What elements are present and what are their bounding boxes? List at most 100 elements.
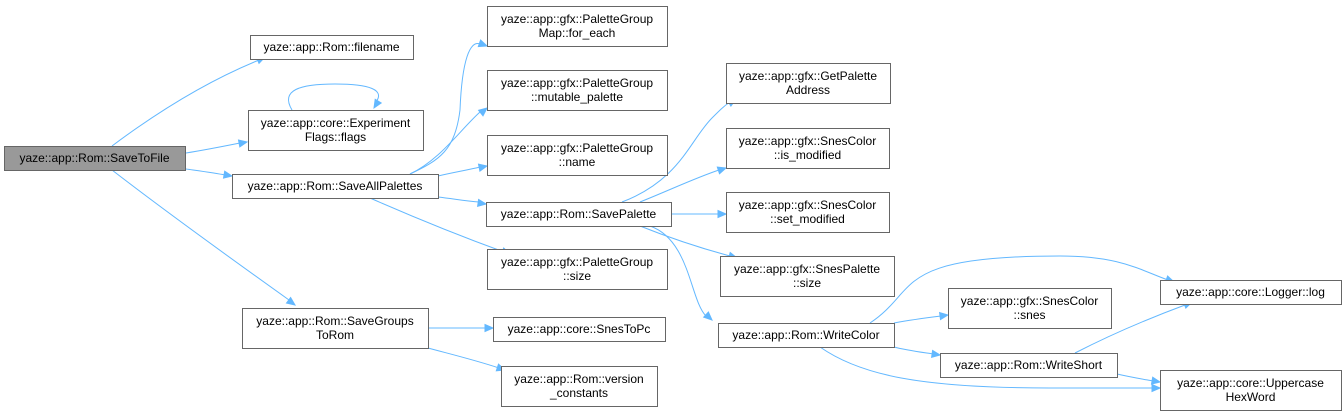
edge-savegroups-to-version xyxy=(427,347,507,372)
node-box[interactable] xyxy=(232,174,439,199)
node-setmodified[interactable]: yaze::app::gfx::SnesColor::set_modified xyxy=(726,192,890,233)
node-label: yaze::app::Rom::SaveAllPalettes xyxy=(248,179,423,193)
arrowhead xyxy=(373,98,383,110)
node-saveallpalettes[interactable]: yaze::app::Rom::SaveAllPalettes xyxy=(232,174,439,199)
arrowhead xyxy=(285,296,297,306)
node-box[interactable] xyxy=(250,35,414,60)
edge-saveallpalettes-to-pgname xyxy=(437,163,489,177)
node-box[interactable] xyxy=(487,70,668,111)
node-label: yaze::app::gfx::GetPalette xyxy=(739,69,877,83)
node-label: yaze::app::Rom::filename xyxy=(263,40,399,54)
node-label: yaze::app::core::SnesToPc xyxy=(508,322,651,336)
node-box[interactable] xyxy=(1160,280,1342,305)
edge-line xyxy=(427,347,500,369)
node-label: ::size xyxy=(563,269,591,283)
node-savepalette[interactable]: yaze::app::Rom::SavePalette xyxy=(486,202,672,227)
node-label: yaze::app::Rom::version xyxy=(514,372,643,386)
node-box[interactable] xyxy=(487,249,668,290)
node-filename[interactable]: yaze::app::Rom::filename xyxy=(250,35,414,60)
arrowhead xyxy=(477,163,489,172)
edge-line xyxy=(437,166,481,177)
edge-line xyxy=(185,142,241,154)
edge-line xyxy=(409,111,481,175)
node-label: ::size xyxy=(793,276,821,290)
node-box[interactable] xyxy=(726,128,890,169)
node-label: ::snes xyxy=(1013,308,1045,322)
edge-expflags-to-expflags xyxy=(288,83,383,111)
edge-writecolor-to-writeshort xyxy=(893,346,942,358)
node-box[interactable] xyxy=(726,192,890,233)
edge-savepalette-to-setmodified xyxy=(671,209,728,219)
edge-line xyxy=(649,225,707,317)
arrowhead xyxy=(477,39,489,48)
node-label: yaze::app::gfx::SnesColor xyxy=(961,294,1098,308)
arrowhead xyxy=(930,349,942,358)
node-box[interactable] xyxy=(487,6,668,47)
node-label: yaze::app::gfx::PaletteGroup xyxy=(501,255,653,269)
edge-saveallpalettes-to-savepalette xyxy=(437,196,488,207)
node-box[interactable] xyxy=(487,135,668,176)
node-box[interactable] xyxy=(493,317,666,342)
node-foreach[interactable]: yaze::app::gfx::PaletteGroupMap::for_eac… xyxy=(487,6,668,47)
node-label: ToRom xyxy=(316,328,354,342)
node-label: yaze::app::gfx::SnesColor xyxy=(739,134,876,148)
node-label: yaze::app::Rom::WriteShort xyxy=(955,358,1103,372)
edge-line xyxy=(639,169,720,203)
node-label: yaze::app::gfx::SnesColor xyxy=(739,198,876,212)
node-savetofile[interactable]: yaze::app::Rom::SaveToFile xyxy=(4,146,186,171)
edge-line xyxy=(369,197,505,253)
edge-writecolor-to-uppercase xyxy=(819,346,1162,393)
node-box[interactable] xyxy=(720,256,895,297)
node-label: yaze::app::Rom::WriteColor xyxy=(732,328,879,342)
node-writecolor[interactable]: yaze::app::Rom::WriteColor xyxy=(718,323,895,348)
node-version[interactable]: yaze::app::Rom::version_constants xyxy=(501,366,658,407)
edges xyxy=(111,39,1194,393)
node-snestopc[interactable]: yaze::app::core::SnesToPc xyxy=(493,317,666,342)
arrowhead xyxy=(477,107,488,117)
edge-line xyxy=(819,346,1153,389)
node-label: yaze::app::gfx::SnesPalette xyxy=(734,262,880,276)
node-loggerlog[interactable]: yaze::app::core::Logger::log xyxy=(1160,280,1342,305)
node-box[interactable] xyxy=(948,288,1112,329)
node-label: Flags::flags xyxy=(305,130,366,144)
node-box[interactable] xyxy=(501,366,658,407)
node-box[interactable] xyxy=(718,323,895,348)
node-box[interactable] xyxy=(1160,370,1342,411)
edge-savepalette-to-writecolor xyxy=(649,225,713,321)
node-box[interactable] xyxy=(726,63,891,104)
edge-writecolor-to-snes xyxy=(893,311,950,324)
node-label: yaze::app::core::Logger::log xyxy=(1176,285,1325,299)
arrowhead xyxy=(237,139,249,148)
node-ismodified[interactable]: yaze::app::gfx::SnesColor::is_modified xyxy=(726,128,890,169)
node-box[interactable] xyxy=(242,308,429,349)
edge-line xyxy=(1074,304,1186,354)
node-snes[interactable]: yaze::app::gfx::SnesColor::snes xyxy=(948,288,1112,329)
arrowhead xyxy=(716,166,728,175)
node-mutable[interactable]: yaze::app::gfx::PaletteGroup::mutable_pa… xyxy=(487,70,668,111)
edge-savepalette-to-ismodified xyxy=(639,166,728,203)
node-box[interactable] xyxy=(4,146,186,171)
node-pgname[interactable]: yaze::app::gfx::PaletteGroup::name xyxy=(487,135,668,176)
node-label: ::name xyxy=(559,155,596,169)
edge-line xyxy=(869,255,1169,324)
node-label: yaze::app::gfx::PaletteGroup xyxy=(501,12,653,26)
node-pgsize[interactable]: yaze::app::gfx::PaletteGroup::size xyxy=(487,249,668,290)
edge-line xyxy=(111,59,260,147)
edge-savetofile-to-saveallpalettes xyxy=(185,168,234,179)
node-label: yaze::app::Rom::SavePalette xyxy=(501,207,657,221)
node-label: yaze::app::core::Experiment xyxy=(261,116,411,130)
node-writeshort[interactable]: yaze::app::Rom::WriteShort xyxy=(940,353,1118,378)
node-label: yaze::app::Rom::SaveGroups xyxy=(256,314,413,328)
node-box[interactable] xyxy=(940,353,1118,378)
edge-savetofile-to-filename xyxy=(111,56,267,147)
node-box[interactable] xyxy=(486,202,672,227)
node-spsize[interactable]: yaze::app::gfx::SnesPalette::size xyxy=(720,256,895,297)
arrowhead xyxy=(939,311,950,321)
arrowhead xyxy=(702,311,713,321)
arrowhead xyxy=(1150,376,1162,385)
node-box[interactable] xyxy=(248,110,424,151)
